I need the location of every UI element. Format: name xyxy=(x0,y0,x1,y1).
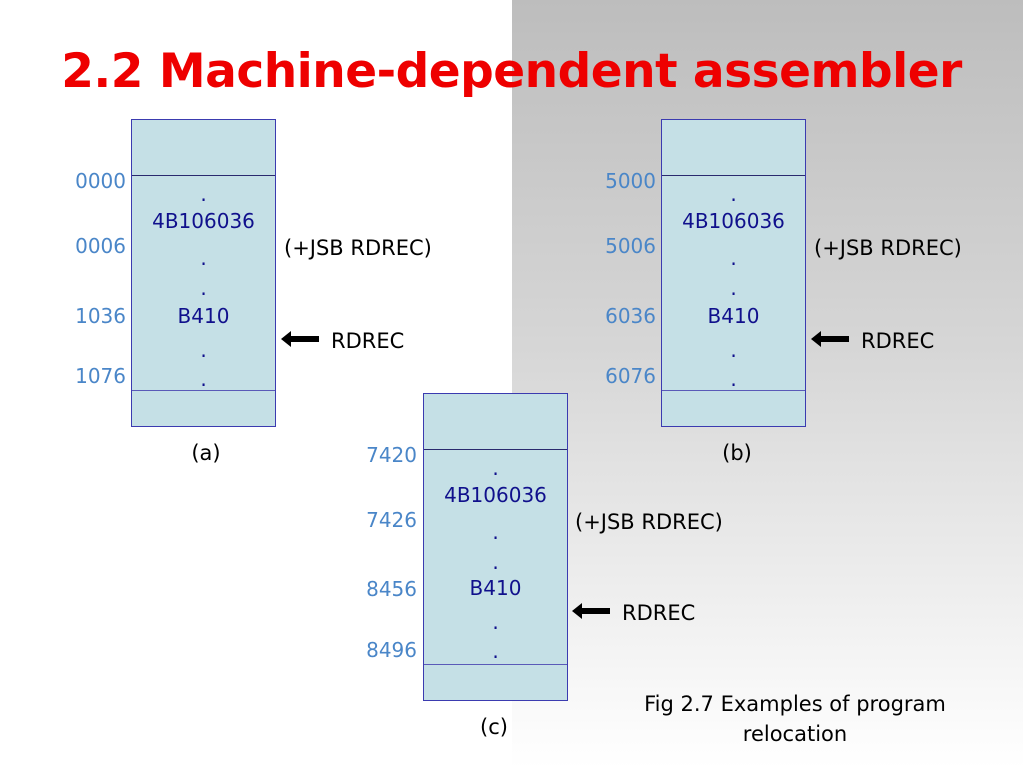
address-label: 1076 xyxy=(75,364,126,388)
memory-block-b: . 4B106036 . . B410 . . xyxy=(661,119,806,427)
memory-cell: . xyxy=(200,276,207,300)
figure-caption: Fig 2.7 Examples of program relocation xyxy=(620,689,970,749)
memory-cell: . xyxy=(730,182,737,206)
memory-cell: . xyxy=(730,246,737,270)
memory-cell: . xyxy=(492,610,499,634)
rdrec-label: RDREC xyxy=(861,329,935,353)
jsb-note: (+JSB RDREC) xyxy=(575,510,723,534)
address-label: 1036 xyxy=(75,304,126,328)
memory-cell-object-code: 4B106036 xyxy=(444,483,547,507)
address-label: 6036 xyxy=(605,304,656,328)
memory-block-c: . 4B106036 . . B410 . . xyxy=(423,393,568,701)
memory-cell: . xyxy=(492,639,499,663)
memory-cell: . xyxy=(200,367,207,391)
address-label: 7426 xyxy=(366,508,417,532)
memory-cell: . xyxy=(730,338,737,362)
memory-cell: . xyxy=(492,520,499,544)
memory-cell: . xyxy=(200,182,207,206)
memory-cell: . xyxy=(200,338,207,362)
address-label: 0006 xyxy=(75,234,126,258)
memory-divider-top xyxy=(424,449,567,450)
panel-caption: (a) xyxy=(191,441,221,465)
memory-cell-object-code: B410 xyxy=(469,576,522,600)
address-label: 6076 xyxy=(605,364,656,388)
figure-caption-line: relocation xyxy=(742,722,848,746)
jsb-note: (+JSB RDREC) xyxy=(814,236,962,260)
memory-divider-bottom xyxy=(132,390,275,391)
arrow-left-icon xyxy=(811,331,849,347)
slide-title: 2.2 Machine-dependent assembler xyxy=(61,44,962,99)
memory-cell: . xyxy=(492,550,499,574)
address-label: 0000 xyxy=(75,169,126,193)
memory-divider-top xyxy=(132,175,275,176)
memory-cell-object-code: 4B106036 xyxy=(682,209,785,233)
panel-caption: (b) xyxy=(722,441,752,465)
memory-cell: . xyxy=(730,367,737,391)
memory-divider-bottom xyxy=(662,390,805,391)
memory-cell: . xyxy=(492,456,499,480)
memory-cell: . xyxy=(200,246,207,270)
figure-caption-line: Fig 2.7 Examples of program xyxy=(644,692,946,716)
address-label: 8496 xyxy=(366,638,417,662)
address-label: 7420 xyxy=(366,443,417,467)
address-label: 5006 xyxy=(605,234,656,258)
rdrec-label: RDREC xyxy=(622,601,696,625)
address-label: 8456 xyxy=(366,577,417,601)
jsb-note: (+JSB RDREC) xyxy=(284,236,432,260)
memory-cell: . xyxy=(730,276,737,300)
memory-divider-top xyxy=(662,175,805,176)
panel-caption: (c) xyxy=(480,715,508,739)
memory-cell-object-code: B410 xyxy=(177,304,230,328)
address-label: 5000 xyxy=(605,169,656,193)
arrow-left-icon xyxy=(572,603,610,619)
memory-block-a: . 4B106036 . . B410 . . xyxy=(131,119,276,427)
arrow-left-icon xyxy=(281,331,319,347)
rdrec-label: RDREC xyxy=(331,329,405,353)
memory-divider-bottom xyxy=(424,664,567,665)
memory-cell-object-code: B410 xyxy=(707,304,760,328)
memory-cell-object-code: 4B106036 xyxy=(152,209,255,233)
